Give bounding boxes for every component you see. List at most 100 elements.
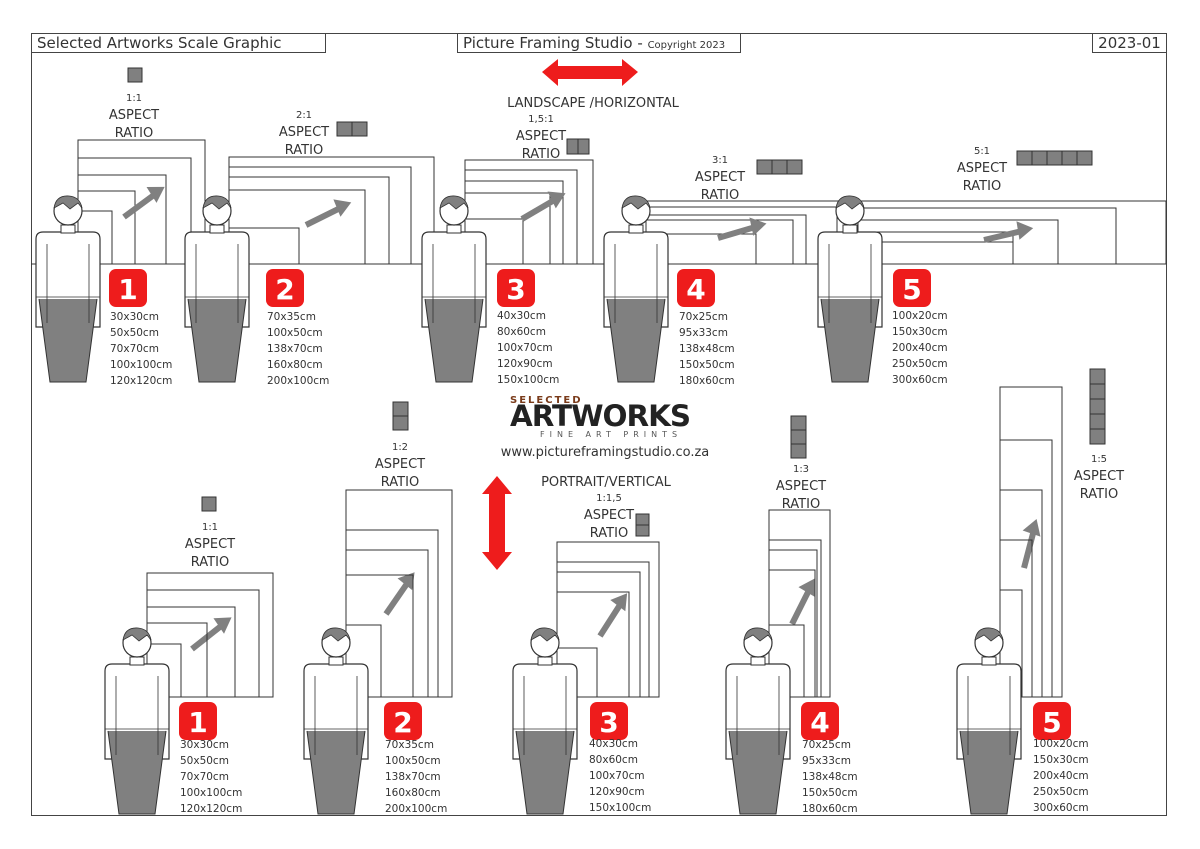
person-figure-icon <box>817 195 883 383</box>
person-figure-icon <box>104 627 170 815</box>
landscape_groups-size-2-4: 160x80cm <box>267 359 323 371</box>
landscape_groups-size-2-3: 138x70cm <box>267 343 323 355</box>
portrait_groups-ratio-1: 1:1 <box>202 522 218 533</box>
portrait_groups-size-3-4: 120x90cm <box>589 786 645 798</box>
website-link[interactable]: www.pictureframingstudio.co.za <box>501 445 710 460</box>
scale-arrow-shaft <box>1021 531 1037 569</box>
studio-title: Picture Framing Studio - <box>463 34 648 52</box>
portrait_groups-badge-2 <box>384 702 422 740</box>
person-figure-icon <box>35 195 101 383</box>
portrait_groups-size-4-3: 138x48cm <box>802 771 858 783</box>
portrait_groups-ratio-word-2: RATIO <box>381 475 419 490</box>
landscape-label: LANDSCAPE /HORIZONTAL <box>507 96 680 111</box>
sheet-title-box: Selected Artworks Scale Graphic <box>31 33 326 53</box>
ratio-swatch <box>127 67 143 83</box>
landscape_groups-size-1-3: 70x70cm <box>110 343 159 355</box>
scale-arrow-shaft <box>122 192 156 220</box>
ratio-swatches <box>127 67 1106 537</box>
portrait_groups-size-3-2: 80x60cm <box>589 754 638 766</box>
ratio-swatch <box>771 159 788 175</box>
landscape_groups-size-3-3: 100x70cm <box>497 342 553 354</box>
scale-arrow-shaft <box>383 582 410 616</box>
landscape-frames <box>31 139 1167 652</box>
portrait_groups-size-2-5: 200x100cm <box>385 803 447 815</box>
landscape_groups-size-5-3: 200x40cm <box>892 342 948 354</box>
ratio-swatch <box>790 415 807 431</box>
copyright-text: Copyright 2023 <box>647 40 726 51</box>
scale-arrow-head <box>146 186 165 203</box>
ratio-labels: 1:1ASPECTRATIO2:1ASPECTRATIO1,5:1ASPECTR… <box>109 93 1124 570</box>
landscape_groups-ratio-word-1: RATIO <box>115 126 153 141</box>
landscape_groups-size-3-4: 120x90cm <box>497 358 553 370</box>
ratio-swatch <box>756 159 773 175</box>
landscape_groups-ratio-word-4: RATIO <box>701 188 739 203</box>
portrait_groups-size-3-1: 40x30cm <box>589 738 638 750</box>
ratio-swatch <box>566 138 579 155</box>
landscape_groups-badge-number-5: 5 <box>902 273 921 306</box>
ratio-swatch <box>1089 383 1106 400</box>
landscape_groups-badge-number-2: 2 <box>275 273 294 306</box>
portrait_groups-size-4-5: 180x60cm <box>802 803 858 815</box>
landscape-frame-4-2 <box>645 206 838 265</box>
portrait_groups-badge-3 <box>590 702 628 740</box>
portrait_groups-aspect-word-3: ASPECT <box>584 508 634 523</box>
portrait_groups-size-5-2: 150x30cm <box>1033 754 1089 766</box>
ratio-swatch <box>790 429 807 445</box>
portrait_groups-size-5-1: 100x20cm <box>1033 738 1089 750</box>
ratio-swatch <box>577 138 590 155</box>
landscape_groups-size-4-1: 70x25cm <box>679 311 728 323</box>
landscape_groups-size-5-4: 250x50cm <box>892 358 948 370</box>
portrait_groups-ratio-word-1: RATIO <box>191 555 229 570</box>
landscape_groups-ratio-4: 3:1 <box>712 155 728 166</box>
person-figure-icon <box>512 627 578 815</box>
portrait_groups-badge-number-1: 1 <box>188 706 207 739</box>
portrait_groups-aspect-word-5: ASPECT <box>1074 469 1124 484</box>
person-figure-icon <box>956 627 1022 815</box>
portrait_groups-size-3-5: 150x100cm <box>589 802 651 814</box>
ratio-swatch <box>1089 428 1106 445</box>
sheet-title: Selected Artworks Scale Graphic <box>37 34 282 52</box>
ratio-swatch <box>1016 150 1033 166</box>
brand-logo: SELECTED ARTWORKS FINE ART PRINTS <box>510 395 691 439</box>
landscape_groups-ratio-word-2: RATIO <box>285 143 323 158</box>
scale-arrow-icon <box>304 199 352 228</box>
portrait_groups-size-1-5: 120x120cm <box>180 803 242 815</box>
landscape_groups-aspect-word-1: ASPECT <box>109 108 159 123</box>
landscape_groups-ratio-word-5: RATIO <box>963 179 1001 194</box>
landscape_groups-size-1-2: 50x50cm <box>110 327 159 339</box>
portrait_groups-ratio-word-3: RATIO <box>590 526 628 541</box>
sheet-code: 2023-01 <box>1098 34 1161 52</box>
landscape_groups-size-2-2: 100x50cm <box>267 327 323 339</box>
landscape_groups-size-4-3: 138x48cm <box>679 343 735 355</box>
person-figure-icon <box>603 195 669 383</box>
landscape_groups-size-3-2: 80x60cm <box>497 326 546 338</box>
scale-arrow-icon <box>789 578 815 626</box>
scale-arrow-icon <box>597 593 628 638</box>
scale-arrow-head <box>397 572 415 591</box>
scale-arrow-head <box>798 578 815 597</box>
portrait_groups-badge-number-2: 2 <box>393 706 412 739</box>
portrait_groups-ratio-2: 1:2 <box>392 442 408 453</box>
landscape_groups-badge-1 <box>109 269 147 307</box>
person-figure-icon <box>303 627 369 815</box>
brand-tagline: FINE ART PRINTS <box>540 430 682 439</box>
landscape_groups-ratio-1: 1:1 <box>126 93 142 104</box>
portrait_groups-badge-1 <box>179 702 217 740</box>
landscape_groups-badge-3 <box>497 269 535 307</box>
portrait_groups-ratio-5: 1:5 <box>1091 454 1107 465</box>
portrait_groups-size-2-4: 160x80cm <box>385 787 441 799</box>
landscape_groups-size-5-2: 150x30cm <box>892 326 948 338</box>
landscape_groups-size-3-5: 150x100cm <box>497 374 559 386</box>
scale-arrow-icon <box>190 617 232 652</box>
landscape_groups-badge-number-4: 4 <box>686 273 705 306</box>
landscape_groups-size-5-5: 300x60cm <box>892 374 948 386</box>
portrait_groups-badge-4 <box>801 702 839 740</box>
scale-arrow-shaft <box>789 589 812 626</box>
scale-arrow-shaft <box>304 206 341 228</box>
portrait_groups-size-1-3: 70x70cm <box>180 771 229 783</box>
ratio-swatch <box>1089 398 1106 415</box>
landscape_groups-badge-number-3: 3 <box>506 273 525 306</box>
landscape_groups-ratio-3: 1,5:1 <box>528 114 554 125</box>
